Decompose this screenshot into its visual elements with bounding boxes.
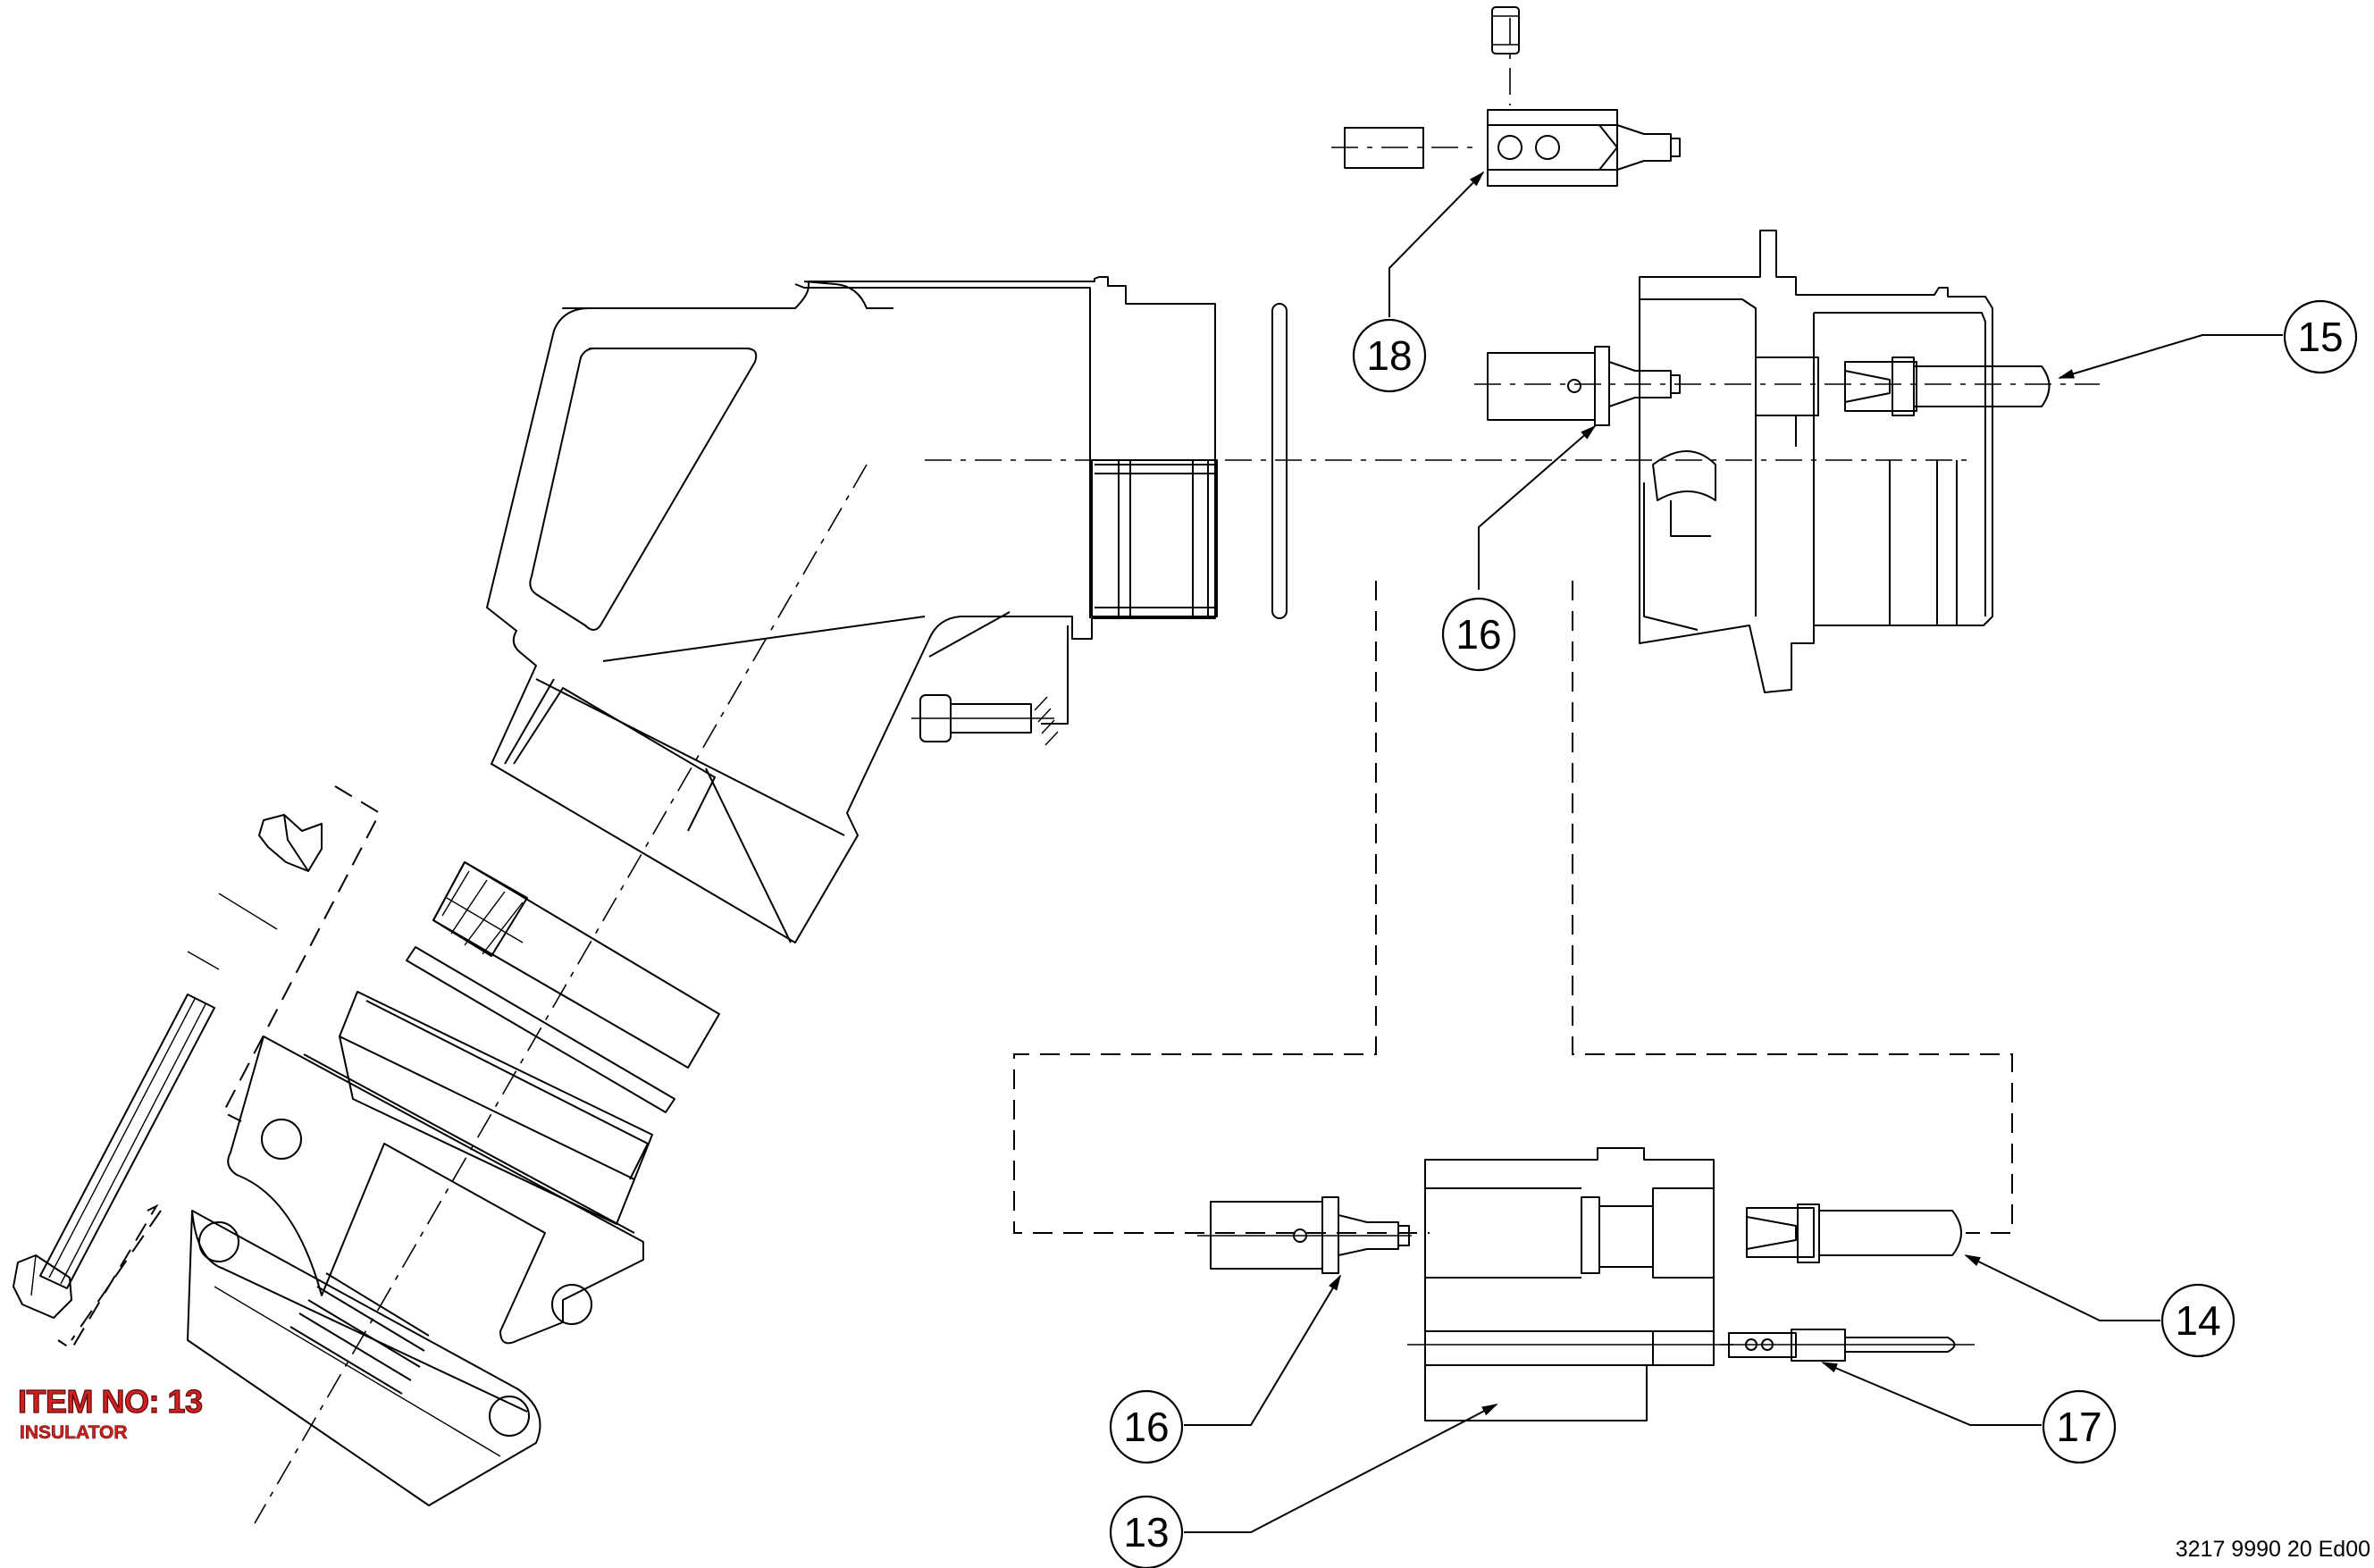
callout-13[interactable]: 13: [1109, 1495, 1184, 1568]
callout-17[interactable]: 17: [2042, 1389, 2117, 1464]
part-18-assembly: [1344, 6, 1681, 187]
callout-16-top[interactable]: 16: [1441, 597, 1516, 672]
connector-handle-housing: [486, 276, 1218, 943]
svg-text:17: 17: [2056, 1404, 2101, 1450]
pin-16-top: [1487, 346, 1681, 426]
item-number-label: ITEM NO: 13: [17, 1382, 203, 1420]
callout-16-bottom[interactable]: 16: [1109, 1389, 1184, 1464]
insulator-stack: [13, 785, 720, 1506]
leader-lines: [1184, 171, 2283, 1533]
pin-15: [1844, 356, 2051, 416]
contact-detail-assembly: [1013, 581, 2013, 1421]
svg-text:18: 18: [1366, 332, 1412, 379]
axis-centerlines: [254, 18, 2100, 1524]
insulator-slots: [289, 1272, 430, 1395]
item-description-label: INSULATOR: [20, 1422, 128, 1444]
svg-text:13: 13: [1123, 1509, 1169, 1555]
callout-18[interactable]: 18: [1352, 318, 1427, 393]
svg-text:14: 14: [2175, 1297, 2220, 1344]
callout-14[interactable]: 14: [2160, 1283, 2236, 1358]
document-number: 3217 9990 20 Ed00: [2175, 1537, 2370, 1562]
o-ring: [1271, 303, 1288, 619]
receptacle-body: [1639, 230, 1993, 693]
callout-15[interactable]: 15: [2283, 299, 2358, 374]
housing-screw: [911, 694, 1059, 746]
svg-text:16: 16: [1123, 1404, 1169, 1450]
svg-text:15: 15: [2297, 314, 2343, 360]
svg-text:16: 16: [1455, 611, 1501, 658]
